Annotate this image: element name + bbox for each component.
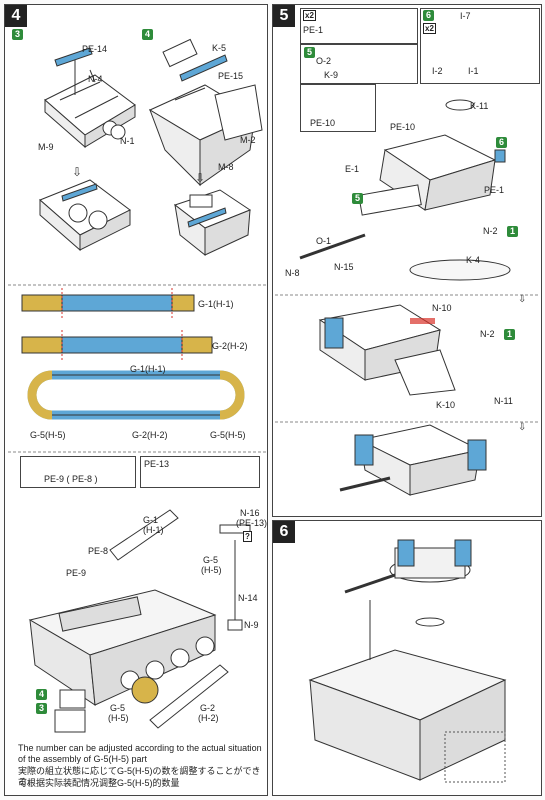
label-pe15: PE-15: [218, 71, 244, 81]
label-pe1: PE-1: [303, 25, 324, 35]
label-n9: N-9: [244, 620, 259, 630]
label-e1: E-1: [345, 164, 360, 174]
substep-5a-marker: 5: [304, 47, 315, 58]
label-n2b: N-2: [480, 329, 495, 339]
assembled-plate-drawing: [39, 179, 131, 252]
label-track-g2-loop: G-2(H-2): [132, 430, 168, 440]
label-h5b-asm: (H-5): [108, 713, 129, 723]
label-i1: I-1: [468, 66, 479, 76]
label-n8: N-8: [285, 268, 300, 278]
label-pe1b: PE-1: [484, 185, 505, 195]
assembled-m8-drawing: [173, 189, 252, 257]
label-n4: N-4: [88, 74, 103, 84]
hull-assembly-drawing: [28, 509, 251, 729]
label-m2: M-2: [240, 135, 256, 145]
label-track-g2: G-2(H-2): [212, 341, 248, 351]
turret-intermediate-drawing: [318, 304, 456, 396]
label-g5b-asm: G-5: [110, 703, 126, 713]
turret-final-drawing: [339, 424, 487, 496]
label-g1-asm: G-1: [143, 515, 159, 525]
step-5-number: 5: [273, 5, 295, 27]
svg-text:⇩: ⇩: [72, 165, 82, 179]
label-h1-asm: (H-1): [143, 525, 164, 535]
pe1-box: [300, 8, 418, 44]
svg-text:⇩: ⇩: [195, 171, 205, 185]
substep-6b-marker: 6: [496, 137, 507, 148]
substep-1b-marker: 1: [504, 329, 515, 340]
label-n10: N-10: [432, 303, 452, 313]
label-k4: K-4: [466, 255, 481, 265]
substep-3b-marker: 3: [36, 703, 47, 714]
label-k9: K-9: [324, 70, 339, 80]
label-i7: I-7: [460, 11, 471, 21]
substep-5b-marker: 5: [352, 193, 363, 204]
o2-box: [300, 44, 418, 84]
note-chinese: 可根据实际装配情况调整G-5(H-5)的数量: [18, 778, 180, 788]
substep-4-marker: 4: [142, 29, 153, 40]
label-o2: O-2: [316, 56, 332, 66]
x2-badge-a: x2: [303, 10, 316, 21]
label-k5: K-5: [212, 43, 227, 53]
label-n11: N-11: [494, 396, 513, 406]
track-loop: [27, 370, 245, 420]
detail-part-drawing: [54, 689, 86, 733]
pe13-box: [140, 456, 260, 488]
turret-assembly-drawing: [299, 99, 511, 281]
track-strip-g1: [21, 288, 195, 318]
label-m8: M-8: [218, 162, 234, 172]
label-pe13-box: PE-13: [144, 459, 170, 469]
label-pe9-asm: PE-9: [66, 568, 87, 578]
question-badge: ?: [243, 531, 252, 542]
label-n14: N-14: [238, 593, 258, 603]
label-n1: N-1: [120, 136, 135, 146]
label-pe10b: PE-10: [390, 122, 416, 132]
label-track-g1: G-1(H-1): [198, 299, 234, 309]
hull-plate-m9-drawing: [44, 47, 136, 149]
x2-badge-b: x2: [423, 23, 436, 34]
substep-6-marker: 6: [423, 10, 434, 21]
label-pe9: PE-9 ( PE-8 ): [44, 474, 98, 484]
fuel-can-box: [420, 8, 540, 84]
label-track-g5-left: G-5(H-5): [30, 430, 66, 440]
step-6-number: 6: [273, 521, 295, 543]
label-h5-asm: (H-5): [201, 565, 222, 575]
label-n15: N-15: [334, 262, 354, 272]
step-4-number: 4: [5, 5, 27, 27]
label-k11: K-11: [470, 101, 489, 111]
track-strip-g2: [21, 330, 213, 360]
label-h2-asm: (H-2): [198, 713, 219, 723]
label-k10: K-10: [436, 400, 456, 410]
label-g2-asm: G-2: [200, 703, 216, 713]
label-track-g5-right: G-5(H-5): [210, 430, 246, 440]
label-i2: I-2: [432, 66, 443, 76]
label-o1: O-1: [316, 236, 332, 246]
note-japanese: 実際の組立状態に応じてG-5(H-5)の数を調整することができる。: [18, 766, 261, 787]
pe10-box: [300, 84, 376, 132]
label-pe13-asm: (PE-13): [236, 518, 268, 528]
label-pe14: PE-14: [82, 44, 108, 54]
label-m9: M-9: [38, 142, 54, 152]
label-n16: N-16: [240, 508, 260, 518]
label-pe8: PE-8: [88, 546, 109, 556]
svg-text:⇩: ⇩: [518, 294, 526, 305]
note-english: The number can be adjusted according to …: [18, 743, 262, 764]
label-g5-asm: G-5: [203, 555, 219, 565]
pe9-box: [20, 456, 136, 488]
substep-3-marker: 3: [12, 29, 23, 40]
part-m8-drawing: [148, 38, 263, 187]
final-tank-drawing: [308, 539, 507, 783]
label-pe10: PE-10: [310, 118, 336, 128]
substep-1a-marker: 1: [507, 226, 518, 237]
svg-text:⇩: ⇩: [518, 422, 526, 433]
label-n2: N-2: [483, 226, 498, 236]
substep-4b-marker: 4: [36, 689, 47, 700]
label-track-g1-loop: G-1(H-1): [130, 364, 166, 374]
